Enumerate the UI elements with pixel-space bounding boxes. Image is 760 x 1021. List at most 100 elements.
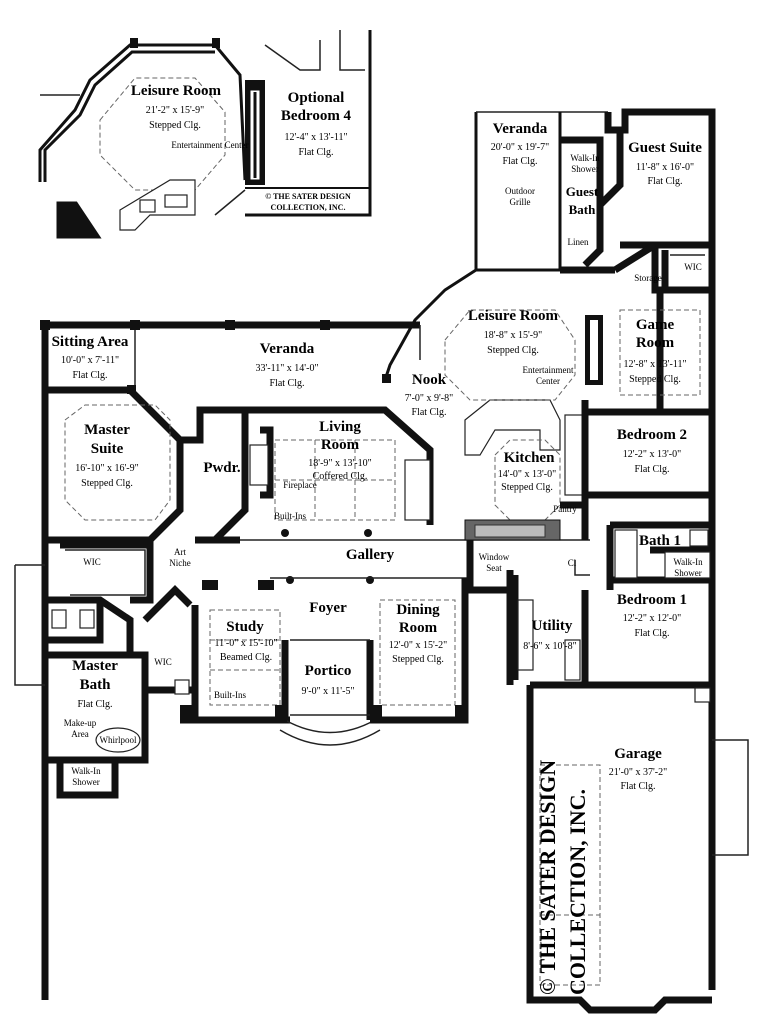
living-room-ceiling: Coffered Clg. xyxy=(313,471,368,482)
garage-dim: 21'-0" x 37'-2" xyxy=(609,767,667,778)
inset-leisure-room-ceiling: Stepped Clg. xyxy=(149,120,201,131)
nook-name: Nook xyxy=(412,372,447,388)
master-suite-name2: Suite xyxy=(91,441,124,457)
bedroom2-ceiling: Flat Clg. xyxy=(634,464,669,475)
walls xyxy=(14,108,749,1014)
bedroom2-name: Bedroom 2 xyxy=(617,427,687,443)
inset-leisure-room-dim: 21'-2" x 15'-9" xyxy=(146,105,204,116)
dining-room-ceiling: Stepped Clg. xyxy=(392,654,444,665)
inset-bedroom4-label: Bedroom 4 xyxy=(281,108,352,124)
sitting-area-dim: 10'-0" x 7'-11" xyxy=(61,355,119,366)
entertainment-line1: Entertainment xyxy=(523,365,574,375)
portico-dim: 9'-0" x 11'-5" xyxy=(301,686,354,697)
window-seat-line1: Window xyxy=(479,552,510,562)
kitchen-ceiling: Stepped Clg. xyxy=(501,482,553,493)
game-room-ceiling: Stepped Clg. xyxy=(629,374,681,385)
portico-name: Portico xyxy=(305,663,352,679)
leisure-room-ceiling: Stepped Clg. xyxy=(487,345,539,356)
nook-dim: 7'-0" x 9'-8" xyxy=(405,393,453,404)
master-suite-ceiling: Stepped Clg. xyxy=(81,478,133,489)
leisure-room-dim: 18'-8" x 15'-9" xyxy=(484,330,542,341)
walk-in-shower-b1-line1: Walk-In xyxy=(673,557,703,567)
living-room-name2: Room xyxy=(321,437,360,453)
utility-name: Utility xyxy=(532,618,573,634)
pwdr-label: Pwdr. xyxy=(203,460,241,476)
kitchen-dim: 14'-0" x 13'-0" xyxy=(498,469,556,480)
walk-in-shower-b1-line2: Shower xyxy=(674,568,702,578)
study-name: Study xyxy=(226,619,264,635)
leisure-room-name: Leisure Room xyxy=(468,308,559,324)
living-room-dim: 18'-9" x 13'-10" xyxy=(308,458,371,469)
inset-plan: Leisure Room 21'-2" x 15'-9" Stepped Clg… xyxy=(38,30,372,239)
built-ins-living-label: Built-Ins xyxy=(274,511,306,521)
makeup-line2: Area xyxy=(71,729,89,739)
master-suite-name1: Master xyxy=(84,422,130,438)
whirlpool-label: Whirlpool xyxy=(100,735,137,745)
master-bath-name1: Master xyxy=(72,658,118,674)
garage-name: Garage xyxy=(614,746,662,762)
veranda-main-dim: 33'-11" x 14'-0" xyxy=(255,363,318,374)
garage-ceiling: Flat Clg. xyxy=(620,781,655,792)
walk-in-shower-top-line1: Walk-In xyxy=(570,153,600,163)
dining-room-name1: Dining xyxy=(396,602,440,618)
walk-in-shower-mb-line2: Shower xyxy=(72,777,100,787)
inset-leisure-room-name: Leisure Room xyxy=(131,83,222,99)
art-niche-line2: Niche xyxy=(169,558,191,568)
guest-bath-line1: Guest xyxy=(566,184,599,199)
dining-room-name2: Room xyxy=(399,620,438,636)
sitting-area-ceiling: Flat Clg. xyxy=(72,370,107,381)
guest-suite-ceiling: Flat Clg. xyxy=(647,176,682,187)
master-suite-dim: 16'-10" x 16'-9" xyxy=(75,463,138,474)
wic-bath-label: WIC xyxy=(154,657,172,667)
inset-copyright-line1: © THE SATER DESIGN xyxy=(265,192,351,201)
foyer-label: Foyer xyxy=(309,600,347,616)
window-seat-line2: Seat xyxy=(486,563,502,573)
inset-bedroom4-ceiling: Flat Clg. xyxy=(298,147,333,158)
walk-in-shower-mb-line1: Walk-In xyxy=(71,766,101,776)
game-room-name1: Game xyxy=(636,317,675,333)
game-room-dim: 12'-8" x 13'-11" xyxy=(623,359,686,370)
guest-suite-dim: 11'-8" x 16'-0" xyxy=(636,162,694,173)
inset-bedroom4-dim: 12'-4" x 13'-11" xyxy=(284,132,347,143)
pantry-label: Pantry xyxy=(553,504,577,514)
veranda-top-dim: 20'-0" x 19'-7" xyxy=(491,142,549,153)
study-dim: 11'-0" x 15'-10" xyxy=(214,638,277,649)
veranda-top-ceiling: Flat Clg. xyxy=(502,156,537,167)
kitchen-name: Kitchen xyxy=(504,450,555,466)
living-room-name1: Living xyxy=(319,419,361,435)
bedroom1-ceiling: Flat Clg. xyxy=(634,628,669,639)
master-bath-name2: Bath xyxy=(80,677,112,693)
storage-label: Storage xyxy=(634,273,662,283)
art-niche-line1: Art xyxy=(174,547,186,557)
bath1-label: Bath 1 xyxy=(639,533,681,549)
master-bath-ceiling: Flat Clg. xyxy=(77,699,112,710)
closet-label: Cl xyxy=(568,558,577,568)
utility-dim: 8'-6" x 10'-8" xyxy=(523,641,576,652)
bedroom1-dim: 12'-2" x 12'-0" xyxy=(623,613,681,624)
inset-copyright-line2: COLLECTION, INC. xyxy=(271,203,346,212)
nook-ceiling: Flat Clg. xyxy=(411,407,446,418)
fireplace-label: Fireplace xyxy=(283,480,316,490)
bedroom2-dim: 12'-2" x 13'-0" xyxy=(623,449,681,460)
outdoor-grille-line2: Grille xyxy=(510,197,531,207)
veranda-top-name: Veranda xyxy=(493,121,548,137)
study-ceiling: Beamed Clg. xyxy=(220,652,272,663)
sitting-area-name: Sitting Area xyxy=(52,334,129,350)
makeup-line1: Make-up xyxy=(64,718,97,728)
inset-optional-label: Optional xyxy=(288,90,345,106)
study-built-ins: Built-Ins xyxy=(214,690,246,700)
bedroom1-name: Bedroom 1 xyxy=(617,592,687,608)
guest-suite-name: Guest Suite xyxy=(628,140,702,156)
outdoor-grille-line1: Outdoor xyxy=(505,186,535,196)
room-labels: Veranda 20'-0" x 19'-7" Flat Clg. Outdoo… xyxy=(52,121,704,995)
guest-bath-line2: Bath xyxy=(569,202,597,217)
brand-line1: © THE SATER DESIGN xyxy=(535,760,560,995)
entertainment-line2: Center xyxy=(536,376,560,386)
dining-room-dim: 12'-0" x 15'-2" xyxy=(389,640,447,651)
wic-guest-label: WIC xyxy=(684,262,702,272)
inset-entertainment-note: Entertainment Center xyxy=(171,140,248,150)
wic-master-label: WIC xyxy=(83,557,101,567)
veranda-main-name: Veranda xyxy=(260,341,315,357)
linen-label: Linen xyxy=(568,237,589,247)
